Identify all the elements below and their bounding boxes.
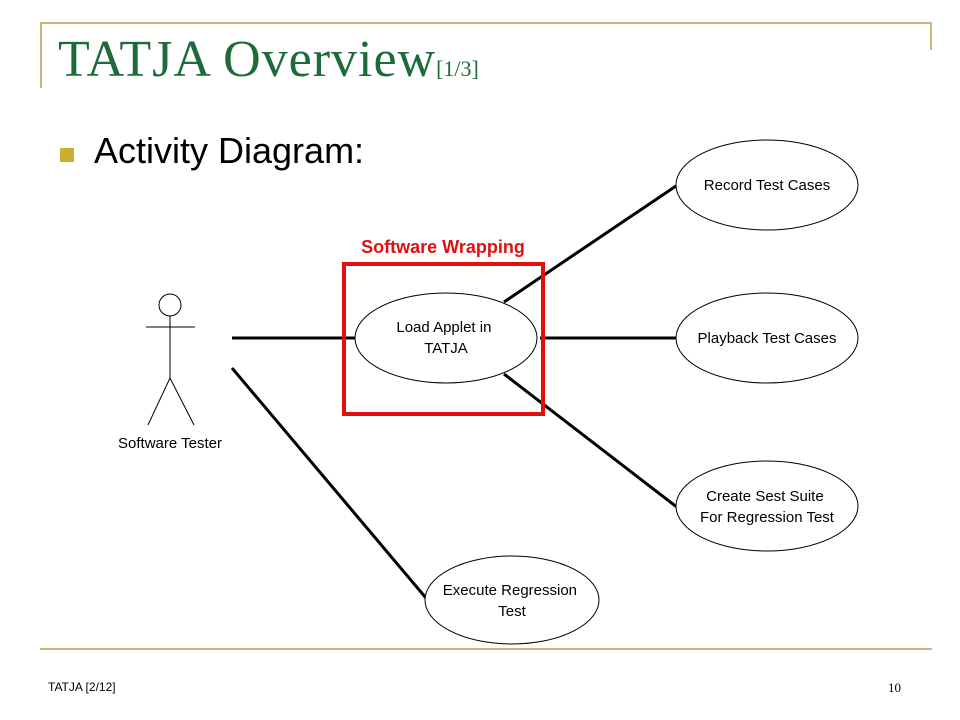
- frame-top-rule: [40, 22, 932, 24]
- actor-label: Software Tester: [118, 435, 222, 452]
- use-case-playback: [675, 292, 859, 384]
- bullet-icon: [60, 148, 74, 162]
- use-case-create-suite: [675, 460, 859, 552]
- bullet-text: Activity Diagram:: [94, 130, 365, 171]
- actor-left-leg: [147, 377, 171, 426]
- frame-bottom-rule: [40, 648, 932, 650]
- use-case-execute: [424, 555, 600, 645]
- frame-left-rule: [40, 22, 42, 88]
- use-case-create-suite-label: Create Sest Suite For Regression Test: [700, 488, 835, 526]
- use-case-execute-line-2: Test: [498, 603, 526, 620]
- footer-label: TATJA [2/12]: [48, 680, 116, 694]
- use-case-load-applet: [354, 292, 538, 384]
- use-case-record-label: Record Test Cases: [704, 177, 830, 194]
- frame-right-rule: [930, 22, 932, 50]
- software-wrapping-highlight-box: [342, 262, 545, 416]
- software-wrapping-label: Software Wrapping: [361, 237, 525, 257]
- use-case-execute-line-1: Execute Regression: [443, 582, 577, 599]
- load-to-create-line: [503, 372, 679, 510]
- use-case-load-applet-label: Load Applet in TATJA: [396, 319, 495, 357]
- page-number: 10: [888, 680, 901, 695]
- actor-right-leg: [169, 377, 195, 426]
- slide-title-suffix: [1/3]: [436, 56, 479, 81]
- actor-figure: [146, 293, 195, 426]
- use-case-record: [675, 139, 859, 231]
- slide-title-text: TATJA Overview: [58, 31, 437, 88]
- use-case-create-suite-line-2: For Regression Test: [700, 509, 835, 526]
- load-to-record-line: [503, 184, 677, 304]
- use-case-execute-label: Execute Regression Test: [443, 582, 581, 620]
- use-case-load-applet-line-2: TATJA: [424, 340, 468, 357]
- slide-title: TATJA Overview[1/3]: [58, 30, 479, 89]
- use-case-load-applet-line-1: Load Applet in: [396, 319, 491, 336]
- actor-head: [158, 293, 182, 317]
- use-case-playback-label: Playback Test Cases: [698, 330, 837, 347]
- actor-to-execute-line: [230, 367, 428, 599]
- use-case-create-suite-line-1: Create Sest Suite: [706, 488, 824, 505]
